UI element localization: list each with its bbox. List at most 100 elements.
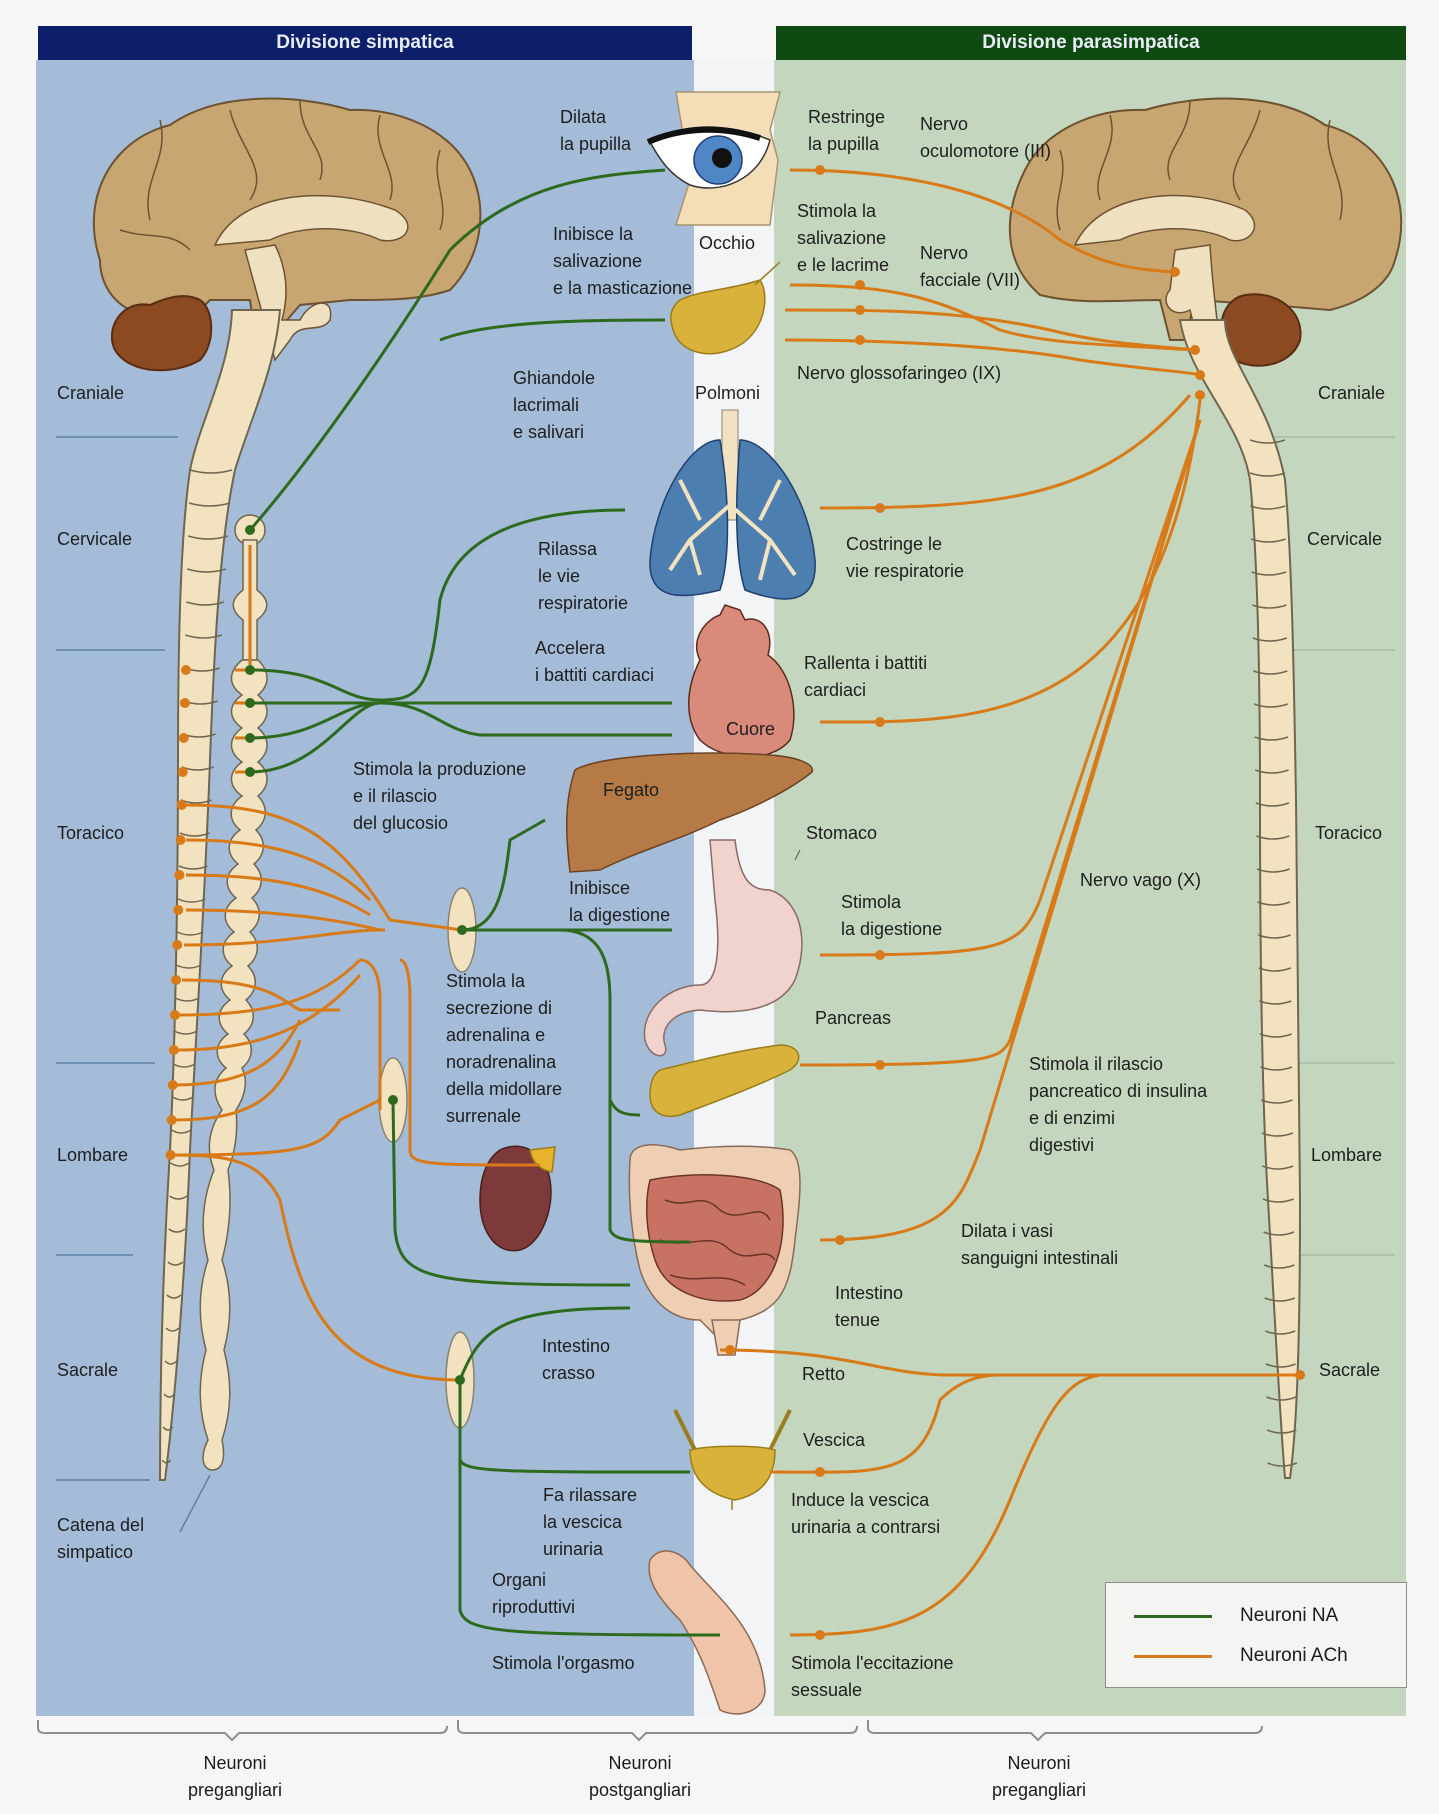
na-neuron-pathways xyxy=(248,168,721,1637)
sympathetic-effect-salivation: Inibisce la salivazione e la masticazion… xyxy=(553,224,693,298)
ach-cell-body xyxy=(174,870,185,880)
vertebra-line xyxy=(1260,1066,1293,1071)
vertebra-line xyxy=(177,898,206,903)
region-label-thoracic-left: Toracico xyxy=(57,823,125,843)
ach-pathway xyxy=(784,308,1196,352)
footer-braces xyxy=(37,1720,1263,1742)
reproductive-organ xyxy=(648,1550,766,1715)
na-pathway xyxy=(249,508,626,702)
pancreas-organ xyxy=(649,1044,800,1117)
region-label-sacral-right: Sacrale xyxy=(1319,1360,1381,1380)
vertebra-line xyxy=(1253,670,1288,675)
ach-cell-body xyxy=(177,767,188,777)
vertebra-line xyxy=(173,1063,196,1068)
vertebra-line xyxy=(1266,1396,1297,1401)
vertebra-line xyxy=(173,1030,198,1035)
vertebra-line xyxy=(161,1459,172,1464)
vertebra-line xyxy=(1257,934,1291,939)
ach-pathway xyxy=(181,978,340,1012)
parasympathetic-effect-intestine-vessels: Dilata i vasi sanguigni intestinali xyxy=(961,1221,1119,1268)
na-pathway xyxy=(608,1060,691,1244)
vertebra-line xyxy=(174,997,200,1002)
ach-pathway xyxy=(789,283,1196,352)
region-label-cervical-right: Cervicale xyxy=(1307,529,1383,549)
sympathetic-effect-adrenal: Stimola la secrezione di adrenalina e no… xyxy=(446,971,563,1126)
sympathetic-effect-airways: Rilassa le vie respiratorie xyxy=(538,539,629,613)
ach-cell-body xyxy=(725,1345,735,1355)
ach-cell-body xyxy=(815,1630,825,1640)
na-pathway xyxy=(559,928,641,1117)
heart-organ xyxy=(688,604,795,758)
na-pathway xyxy=(458,1460,721,1637)
vertebra-line xyxy=(1252,637,1288,642)
ach-cell-body xyxy=(875,950,885,960)
vertebra-line xyxy=(1258,967,1292,972)
nerve-label-glossopharyngeal: Nervo glossofaringeo (IX) xyxy=(797,363,1002,383)
vertebra-line xyxy=(170,1162,190,1167)
ach-pathway xyxy=(789,168,1176,274)
na-pathway xyxy=(249,701,381,774)
brain-left xyxy=(92,97,482,372)
organ-label-large-intestine: Intestino crasso xyxy=(542,1336,611,1383)
vertebra-line xyxy=(1254,736,1289,741)
vertebra-line xyxy=(166,1294,182,1299)
vertebra-line xyxy=(187,535,229,540)
ach-cell-body xyxy=(1170,267,1180,277)
vertebra-line xyxy=(171,1129,192,1134)
ach-cell-body xyxy=(1195,390,1205,400)
lungs-organ xyxy=(649,409,816,600)
vertebra-line xyxy=(165,1327,180,1332)
vertebra-line xyxy=(185,634,223,639)
na-pathway xyxy=(458,1306,631,1381)
parasympathetic-effect-salivation: Stimola la salivazione e le lacrime xyxy=(797,201,890,275)
vertebra-line xyxy=(163,1393,176,1398)
ach-pathway xyxy=(169,1153,461,1382)
vertebra-line xyxy=(1252,604,1287,609)
ach-pathway xyxy=(789,1373,1101,1637)
spinal-cord-right xyxy=(1178,319,1302,1479)
liver-organ xyxy=(566,752,814,873)
na-cell-body xyxy=(245,698,255,708)
ach-cell-body xyxy=(1195,370,1205,380)
region-label-lumbar-left: Lombare xyxy=(57,1145,129,1165)
vertebra-line xyxy=(168,1228,186,1233)
organ-label-small-intestine: Intestino tenue xyxy=(835,1283,904,1330)
vertebra-line xyxy=(162,1426,174,1431)
ach-pathway xyxy=(183,928,386,947)
footer-label-preganglionic-right: Neuroni pregangliari xyxy=(991,1753,1087,1800)
organ-label-liver: Fegato xyxy=(603,780,660,800)
parasympathetic-effect-bladder: Induce la vescica urinaria a contrarsi xyxy=(791,1490,941,1537)
na-cell-body xyxy=(455,1375,465,1385)
ach-pathway xyxy=(171,1039,302,1122)
ach-pathway xyxy=(185,803,463,932)
footer-label-postganglionic: Neuroni postgangliari xyxy=(588,1753,692,1800)
vertebra-line xyxy=(1262,1165,1294,1170)
ach-cell-body xyxy=(855,335,865,345)
vertebra-line xyxy=(172,1096,194,1101)
sympathetic-effect-orgasm: Stimola l'orgasmo xyxy=(492,1653,635,1673)
ach-cell-body xyxy=(167,1080,178,1090)
stomach-organ xyxy=(643,839,803,1057)
legend-item-na: Neuroni NA xyxy=(1134,1601,1338,1631)
vertebra-line xyxy=(187,568,227,573)
organ-label-stomach: Stomaco xyxy=(806,823,878,843)
chain-pointer xyxy=(179,1474,211,1533)
organ-label-bladder: Vescica xyxy=(803,1430,866,1450)
vertebra-line xyxy=(1259,1000,1292,1005)
vertebra-line xyxy=(1249,472,1286,477)
organ-label-heart: Cuore xyxy=(726,719,776,739)
brain-right xyxy=(1008,97,1403,367)
parasympathetic-effect-pupil: Restringe la pupilla xyxy=(808,107,886,154)
ach-cell-body xyxy=(168,1045,179,1055)
ach-pathway xyxy=(819,419,1202,1242)
bladder-organ xyxy=(673,1409,792,1510)
ach-cell-body xyxy=(176,800,187,810)
vertebra-line xyxy=(1263,1264,1295,1269)
ach-pathway xyxy=(235,668,250,774)
vertebra-line xyxy=(175,964,202,969)
parasympathetic-header: Divisione parasimpatica xyxy=(776,26,1406,60)
region-label-thoracic-right: Toracico xyxy=(1315,823,1383,843)
ach-cell-body xyxy=(1295,1370,1305,1380)
